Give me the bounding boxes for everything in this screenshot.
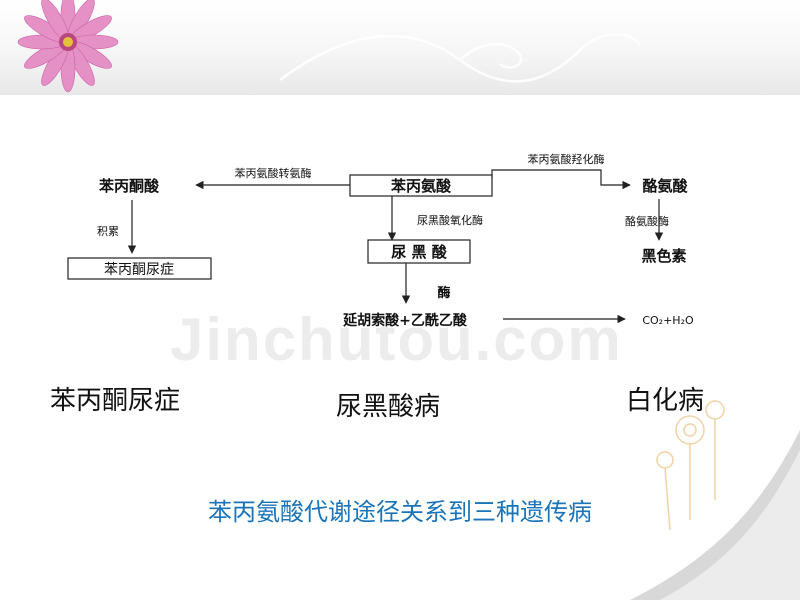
products-label: 延胡索酸+乙酰乙酸 [342,312,468,329]
oxidase-label: 尿黑酸氧化酶 [417,213,483,227]
corner-ornament [630,400,800,600]
pku-box-label: 苯丙酮尿症 [104,261,174,278]
enzyme-label: 酶 [437,285,450,301]
header-banner [0,0,800,95]
tyrosine-label: 酪氨酸 [642,177,688,195]
arrow-hydroxylase [491,169,631,190]
co2-label: CO₂+H₂O [642,314,694,327]
disease-pku: 苯丙酮尿症 [50,386,181,416]
homogentisate-box [367,239,471,264]
accumulation-label: 积累 [97,225,119,238]
caption: 苯丙氨酸代谢途径关系到三种遗传病 [208,498,592,526]
transaminase-label: 苯丙氨酸转氨酶 [235,166,312,180]
metabolism-diagram: 苯丙氨酸 苯丙氨酸转氨酶 苯丙酮酸 积累 苯丙酮尿症 苯丙氨酸羟化酶 酪氨酸 酪… [67,152,694,329]
disease-alkaptonuria: 尿黑酸病 [336,392,441,422]
melanin-label: 黑色素 [641,247,686,265]
phenylpyruvate-label: 苯丙酮酸 [98,177,160,195]
hydroxylase-label: 苯丙氨酸羟化酶 [528,152,605,166]
watermark: Jinchutou.com [170,306,623,373]
phenylalanine-label: 苯丙氨酸 [390,177,452,195]
disease-albinism: 白化病 [626,386,705,416]
swirl-ornament [279,33,642,83]
pku-box [67,257,212,280]
flower-icon [17,0,119,93]
tyrosinase-label: 酪氨酸酶 [625,214,669,228]
homogentisate-label: 尿 黑 酸 [391,243,447,261]
